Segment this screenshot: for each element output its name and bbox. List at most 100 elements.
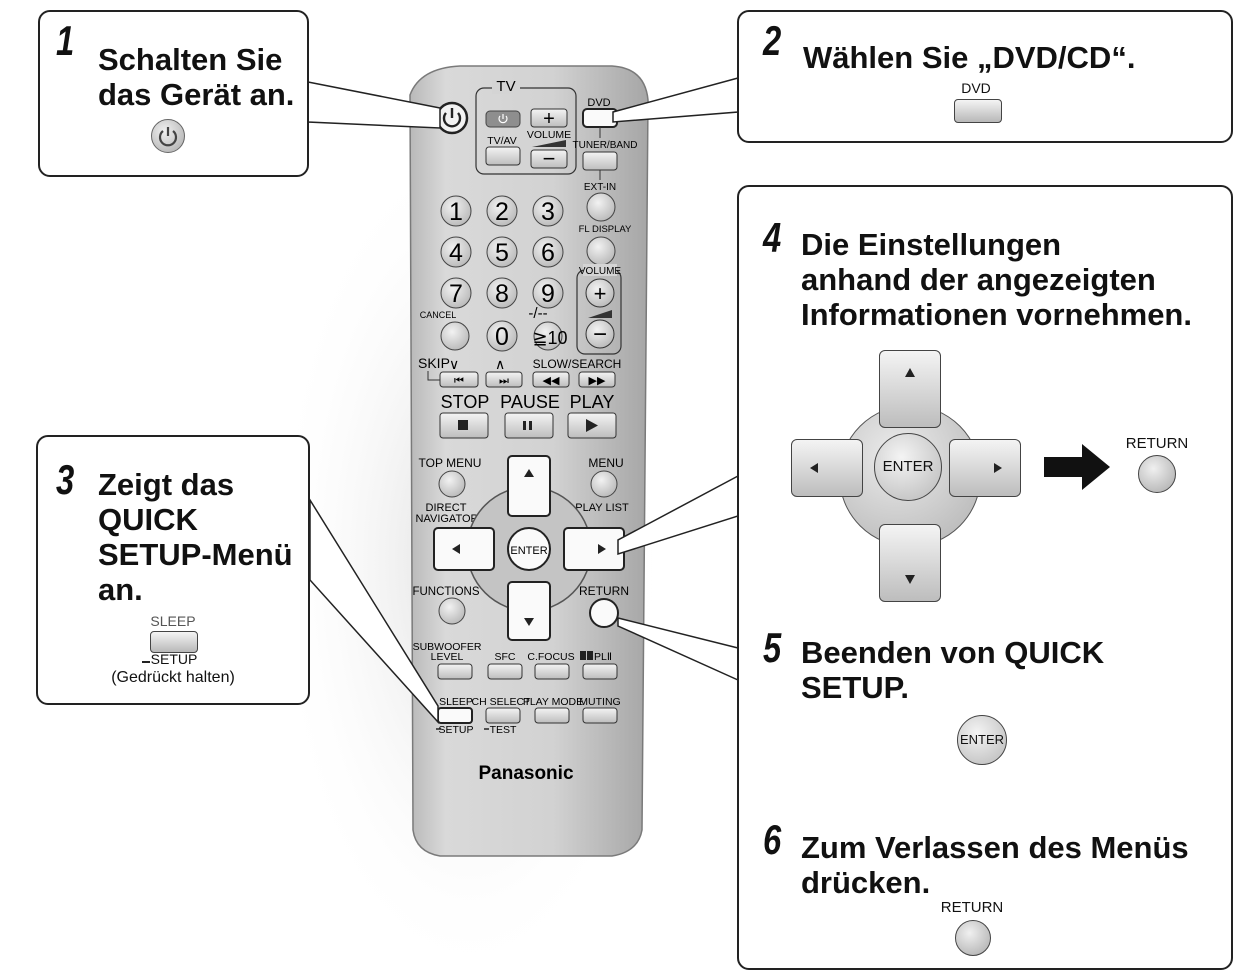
functions-button[interactable] (438, 597, 466, 625)
volume-up-button[interactable] (585, 278, 615, 308)
return-label: RETURN (579, 584, 629, 598)
ch-select-label: CH SELECT (472, 696, 532, 708)
step2-dvd-button (954, 99, 1002, 123)
plus-icon: + (543, 108, 555, 130)
digit-label: 9 (541, 280, 555, 308)
volume-wedge-icon (532, 140, 566, 147)
remote-down-button[interactable] (507, 581, 551, 641)
tv-volume-down-button[interactable] (530, 149, 568, 169)
enter-label: ENTER (959, 732, 1005, 747)
skip-back-button[interactable] (439, 371, 479, 388)
digit-button-0[interactable] (486, 320, 518, 352)
remote-return-button[interactable] (589, 598, 619, 628)
menu-button[interactable] (590, 470, 618, 498)
muting-label: MUTING (579, 696, 620, 708)
step6-title: Zum Verlassen des Menüs drücken. (801, 830, 1189, 900)
skip-label: SKIP (418, 355, 450, 371)
tv-volume-up-button[interactable] (530, 108, 568, 128)
remote-enter-button[interactable] (507, 527, 551, 571)
step4-box: 4 Die Einstellungen anhand der angezeigt… (737, 185, 1233, 970)
cancel-button[interactable] (440, 321, 470, 351)
digit-button-9[interactable] (532, 277, 564, 309)
play-mode-button[interactable] (534, 707, 570, 724)
remote-right-button[interactable] (563, 527, 625, 571)
dvd-label: DVD (587, 97, 610, 109)
sfc-button[interactable] (487, 663, 523, 680)
step3-sleep-button (150, 631, 198, 653)
cancel-label: CANCEL (420, 310, 457, 320)
top-menu-button[interactable] (438, 470, 466, 498)
subwoofer-label: SUBWOOFER (413, 641, 482, 653)
ch-select-button[interactable] (485, 707, 521, 724)
step2-box: 2 Wählen Sie „DVD/CD“. DVD (737, 10, 1233, 143)
volume-down-button[interactable] (585, 319, 615, 349)
sleep-label: SLEEP (439, 696, 473, 708)
remote-up-button[interactable] (507, 455, 551, 517)
step6-return-button (955, 920, 991, 956)
digit-button-3[interactable] (532, 195, 564, 227)
chevron-up-icon: ∧ (495, 356, 505, 372)
digit-label: 7 (449, 280, 463, 308)
digit-label: 6 (541, 239, 555, 267)
ten-plus-button[interactable] (533, 321, 563, 351)
tuner-band-label: TUNER/BAND (572, 140, 637, 151)
step1-power-button (151, 119, 185, 153)
step5-title: Beenden von QUICK SETUP. (801, 635, 1105, 705)
step3-number: 3 (56, 456, 75, 503)
search-forward-button[interactable] (578, 371, 616, 388)
c-focus-button[interactable] (534, 663, 570, 680)
minus-icon: − (543, 146, 556, 171)
play-list-label: PLAY LIST (575, 502, 629, 514)
remote-dvd-button[interactable] (582, 108, 618, 128)
digit-button-8[interactable] (486, 277, 518, 309)
digit-button-6[interactable] (532, 236, 564, 268)
digit-button-2[interactable] (486, 195, 518, 227)
step1-number: 1 (56, 17, 75, 64)
digit-button-7[interactable] (440, 277, 472, 309)
functions-label: FUNCTIONS (412, 586, 479, 598)
cursor-up-button (879, 350, 941, 428)
search-back-button[interactable] (532, 371, 570, 388)
step1-box: 1 Schalten Sie das Gerät an. (38, 10, 309, 177)
step6-return-label: RETURN (940, 899, 1004, 916)
arrow-left-icon (810, 463, 818, 473)
enter-label: ENTER (510, 545, 547, 557)
play-label: PLAY (570, 392, 615, 412)
fl-display-button[interactable] (586, 236, 616, 266)
ext-in-button[interactable] (586, 192, 616, 222)
muting-button[interactable] (582, 707, 618, 724)
step5-number: 5 (763, 624, 782, 671)
remote-left-button[interactable] (433, 527, 495, 571)
cursor-enter-button: ENTER (874, 433, 942, 501)
volume-wedge-icon (588, 310, 612, 318)
skip-forward-button[interactable] (485, 371, 523, 388)
tv-av-button[interactable] (485, 146, 521, 166)
pl2-button[interactable] (582, 663, 618, 680)
arrow-right-icon (994, 463, 1002, 473)
tuner-band-button[interactable] (582, 151, 618, 171)
minus-minus-label: -/-- (528, 305, 547, 322)
ext-in-label: EXT-IN (584, 182, 616, 193)
fl-display-label: FL DISPLAY (579, 224, 632, 235)
digit-label: 3 (541, 198, 555, 226)
brand-logo: Panasonic (478, 763, 573, 784)
remote-sleep-button[interactable] (437, 707, 473, 724)
rewind-icon: ◀◀ (543, 375, 560, 387)
digit-button-1[interactable] (440, 195, 472, 227)
step4-return-label: RETURN (1125, 435, 1189, 452)
step4-number: 4 (763, 214, 782, 261)
cursor-right-button (949, 439, 1021, 497)
digit-button-4[interactable] (440, 236, 472, 268)
digit-label: 1 (449, 198, 463, 226)
power-icon (442, 108, 462, 128)
digit-button-5[interactable] (486, 236, 518, 268)
tv-av-label: TV/AV (487, 135, 517, 147)
step3-box: 3 Zeigt das QUICK SETUP-Menü an. SLEEP S… (36, 435, 310, 705)
navigator-label: NAVIGATOR (416, 513, 479, 525)
digit-label: 5 (495, 239, 509, 267)
subwoofer-level-button[interactable] (437, 663, 473, 680)
arrow-left-icon (452, 544, 460, 554)
step3-button-label: SLEEP (150, 613, 196, 629)
step5-enter-button: ENTER (957, 715, 1007, 765)
